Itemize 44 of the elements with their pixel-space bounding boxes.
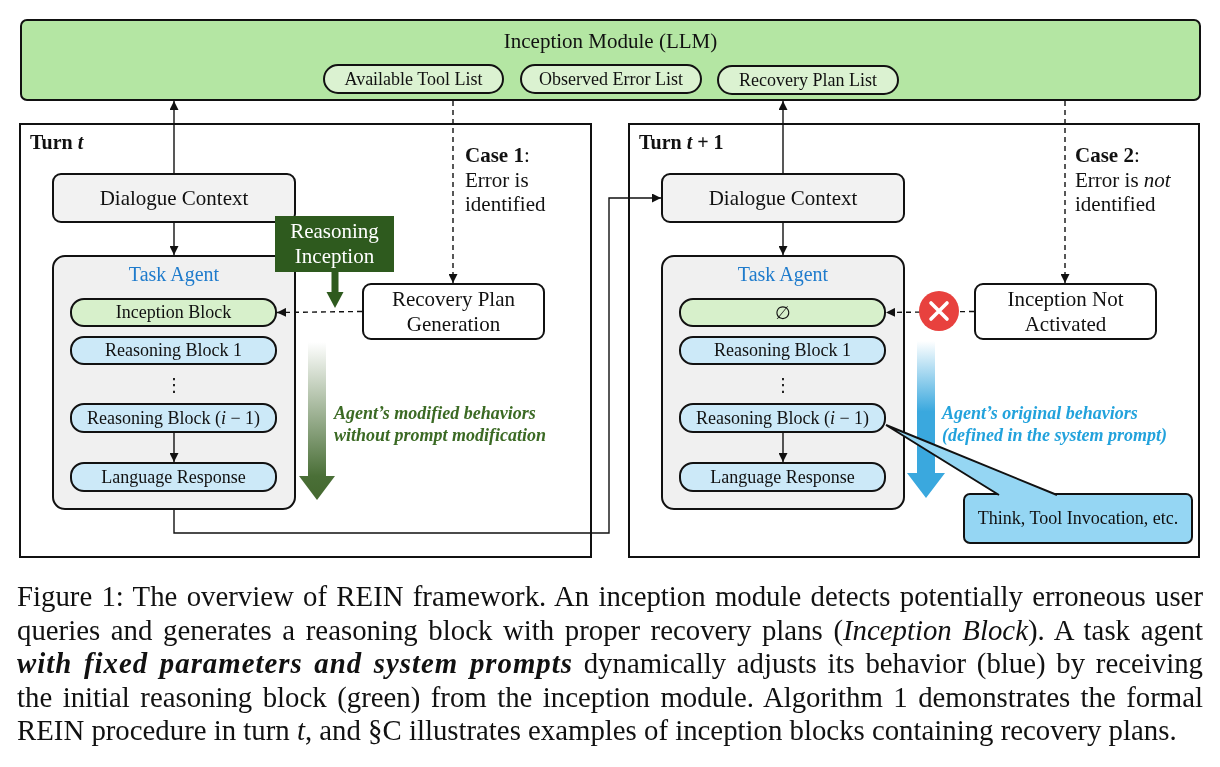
behavior-note: Agent’s modified behaviors without prompt modification (334, 402, 548, 446)
turn-panel (19, 123, 592, 558)
agent-title: Task Agent (128, 262, 220, 286)
agent-title: Task Agent (737, 262, 829, 286)
arrow (173, 193, 662, 534)
callout-bubble: Think, Tool Invocation, etc. (963, 493, 1193, 544)
figure-caption: Figure 1: The overview of REIN framework. An inception module detects potentially erroneous user queries and generates a reasoning block with proper recovery plans (Inception Block). A task agent with fixed parameters and system prompts dynamically adjusts its behavior (blue) by receiving the initial reasoning block (green) from the inception module. Algorithm 1 demonstrates the formal REIN procedure in turn t, and §C illustrates examples of inception blocks containing recovery plans. (17, 580, 1203, 748)
vertical-ellipsis: ⋮ (165, 375, 183, 395)
context-box: Dialogue Context (661, 173, 905, 223)
reasoning-block: Reasoning Block (i − 1) (679, 403, 886, 433)
arrow (778, 432, 788, 463)
turn-panel (628, 123, 1200, 558)
list-pill: Recovery Plan List (717, 65, 899, 95)
arrow (778, 100, 788, 174)
inception-block: ∅ (679, 298, 886, 327)
module-panel (20, 19, 1201, 101)
response-block: Language Response (679, 462, 886, 492)
arrow (169, 432, 179, 463)
behavior-note: Agent’s original behaviors (defined in the system prompt) (942, 402, 1168, 446)
dashed-arrow (448, 100, 458, 284)
callout-tail (885, 424, 1058, 496)
process-box: Recovery Plan Generation (362, 283, 545, 340)
list-pill: Available Tool List (323, 64, 504, 94)
inception-tag: Reasoning Inception (275, 216, 394, 272)
list-pill: Observed Error List (520, 64, 702, 94)
dashed-arrow (276, 307, 363, 317)
reasoning-block: Reasoning Block 1 (679, 336, 886, 365)
agent-panel (661, 255, 905, 510)
vertical-ellipsis: ⋮ (774, 375, 792, 395)
context-box: Dialogue Context (52, 173, 296, 223)
response-block: Language Response (70, 462, 277, 492)
turn-heading: Turn t (30, 130, 84, 154)
reasoning-block: Reasoning Block (i − 1) (70, 403, 277, 433)
module-title: Inception Module (LLM) (503, 28, 718, 54)
process-box: Inception Not Activated (974, 283, 1157, 340)
arrow (169, 222, 179, 256)
inception-block: Inception Block (70, 298, 277, 327)
block-arrow (326, 272, 344, 308)
arrow (169, 100, 179, 174)
agent-panel (52, 255, 296, 510)
dashed-arrow (1060, 100, 1070, 284)
arrow (778, 222, 788, 256)
turn-heading: Turn t + 1 (639, 130, 724, 154)
reasoning-block: Reasoning Block 1 (70, 336, 277, 365)
